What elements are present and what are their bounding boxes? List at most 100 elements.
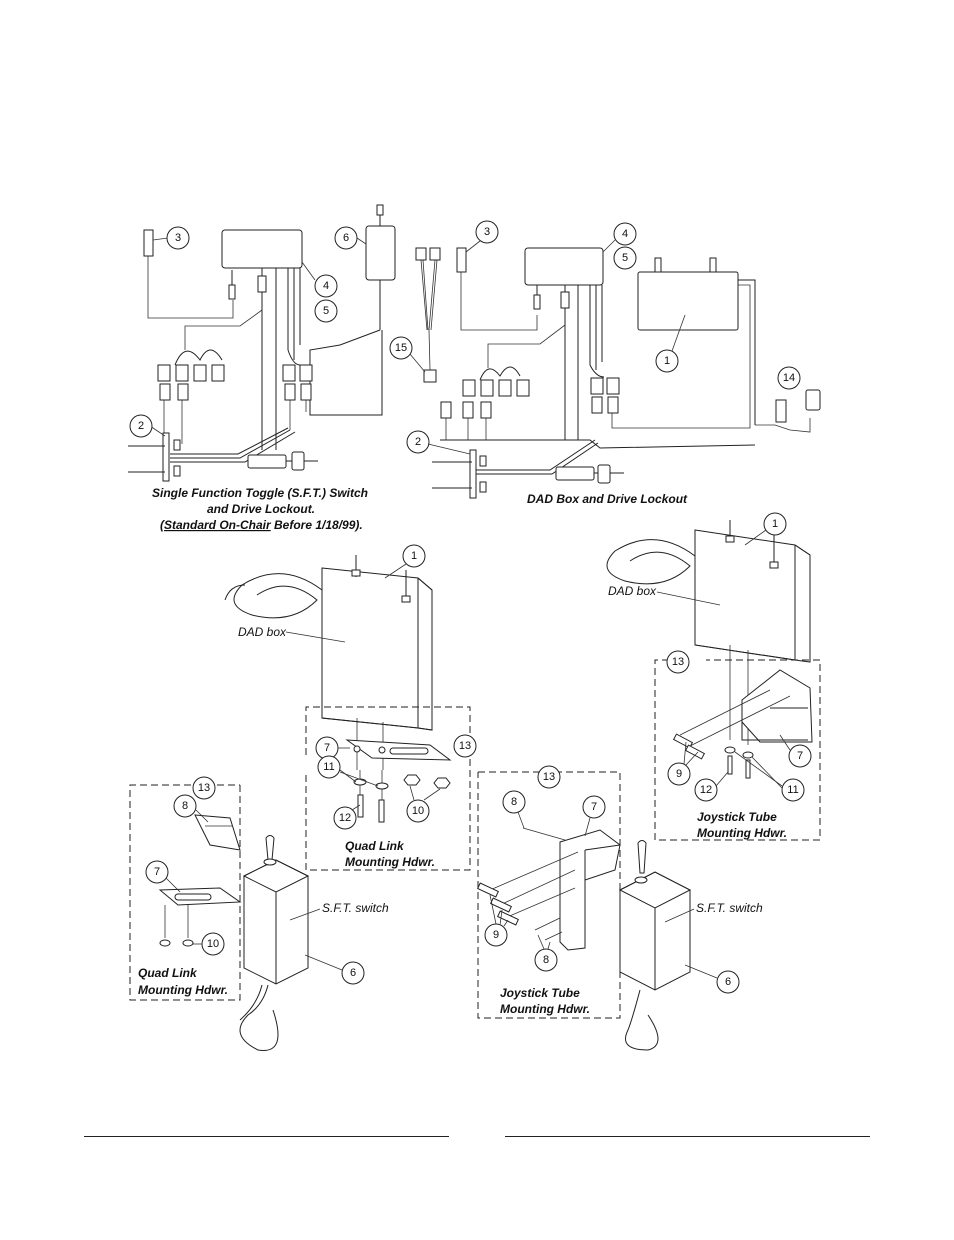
- connector: [159, 383, 171, 401]
- callout-label: 2: [138, 420, 144, 432]
- callout-label: 8: [511, 796, 517, 808]
- connector: [175, 364, 189, 382]
- callout-label: 10: [207, 938, 219, 950]
- sensor-part: [143, 229, 154, 257]
- connector: [157, 364, 171, 382]
- callout-13: [453, 734, 477, 758]
- connector: [606, 377, 620, 395]
- callout-15: [389, 336, 413, 360]
- connector: [590, 377, 604, 395]
- callout-label: 13: [543, 771, 555, 783]
- callout-label: 7: [324, 742, 330, 754]
- callout-1: [763, 512, 787, 536]
- control-module: [221, 229, 303, 269]
- label-joystick-line2: Mounting Hdwr.: [697, 826, 787, 840]
- callout-7: [582, 795, 606, 819]
- captions: Single Function Toggle (S.F.T.) Switch a…: [138, 486, 787, 1016]
- callout-label: 14: [783, 372, 795, 384]
- callout-3: [166, 226, 190, 250]
- callout-2: [406, 430, 430, 454]
- callout-label: 7: [154, 866, 160, 878]
- callout-1: [402, 544, 426, 568]
- callout-label: 5: [622, 252, 628, 264]
- figure-top-left: [128, 204, 396, 482]
- label-joystick-small-line2: Mounting Hdwr.: [500, 1002, 590, 1016]
- callout-label: 8: [182, 800, 188, 812]
- figure-bottom-right: [477, 520, 821, 1051]
- callout-label: 11: [787, 784, 798, 796]
- callout-label: 7: [591, 801, 597, 813]
- callout-10: [406, 799, 430, 823]
- sensor-part: [456, 247, 467, 273]
- label-quad-link-small-line2: Mounting Hdwr.: [138, 983, 228, 997]
- label-quad-link-line2: Mounting Hdwr.: [345, 855, 435, 869]
- callout-label: 3: [484, 226, 490, 238]
- callout-7: [145, 860, 169, 884]
- callout-label: 3: [175, 232, 181, 244]
- callout-label: 8: [543, 954, 549, 966]
- callout-4: [613, 222, 637, 246]
- callout-6: [716, 970, 740, 994]
- callout-label: 6: [343, 232, 349, 244]
- callout-12: [333, 806, 357, 830]
- callout-5: [314, 299, 338, 323]
- connector: [284, 383, 296, 401]
- callout-1: [655, 349, 679, 373]
- caption-top-left-line3: (Standard On-Chair Before 1/18/99).: [160, 518, 363, 532]
- label-dad-box-left: DAD box: [238, 625, 287, 639]
- footer-rule-left: [84, 1136, 449, 1137]
- callout-3: [475, 220, 499, 244]
- callout-11: [781, 778, 805, 802]
- dad-box: [321, 567, 433, 731]
- connector: [462, 379, 476, 397]
- callout-11: [317, 755, 341, 779]
- dad-box-part: [637, 271, 739, 331]
- callout-label: 6: [725, 976, 731, 988]
- callout-label: 12: [700, 784, 712, 796]
- callout-label: 13: [198, 782, 210, 794]
- footer-rule-right: [505, 1136, 870, 1137]
- callout-label: 10: [412, 805, 424, 817]
- callout-label: 13: [459, 740, 471, 752]
- figure-top-right: [415, 247, 821, 499]
- callout-12: [694, 778, 718, 802]
- control-module: [524, 247, 604, 286]
- label-joystick-small-line1: Joystick Tube: [500, 986, 580, 1000]
- callout-7: [788, 744, 812, 768]
- callout-13: [666, 650, 690, 674]
- dad-box: [694, 529, 811, 663]
- callout-label: 15: [395, 342, 407, 354]
- callout-label: 2: [415, 436, 421, 448]
- connector: [516, 379, 530, 397]
- connector: [299, 364, 313, 382]
- mounting-bracket: [469, 449, 477, 499]
- callouts: 3 6 4 5 2 3 4 5 1 15 14 2 1 7: [129, 220, 812, 994]
- callout-4: [314, 274, 338, 298]
- connector: [480, 379, 494, 397]
- callout-label: 1: [411, 550, 417, 562]
- connector: [480, 401, 492, 419]
- callout-13: [537, 765, 561, 789]
- connector: [300, 383, 312, 401]
- connector: [607, 396, 619, 414]
- callout-label: 7: [797, 750, 803, 762]
- sft-switch-part: [365, 225, 396, 281]
- caption-top-left-line2: and Drive Lockout.: [207, 502, 315, 516]
- connector: [498, 379, 512, 397]
- callout-label: 9: [493, 929, 499, 941]
- label-sft-switch-left: S.F.T. switch: [322, 901, 389, 915]
- callout-label: 11: [323, 761, 334, 773]
- figure-bottom-left: [129, 555, 471, 1051]
- connector: [462, 401, 474, 419]
- connector: [282, 364, 296, 382]
- connector: [211, 364, 225, 382]
- caption-top-right: DAD Box and Drive Lockout: [527, 492, 688, 506]
- callout-6: [341, 961, 365, 985]
- callout-label: 4: [622, 228, 628, 240]
- callout-label: 6: [350, 967, 356, 979]
- callout-8: [173, 794, 197, 818]
- callout-14: [777, 366, 801, 390]
- label-joystick-line1: Joystick Tube: [697, 810, 777, 824]
